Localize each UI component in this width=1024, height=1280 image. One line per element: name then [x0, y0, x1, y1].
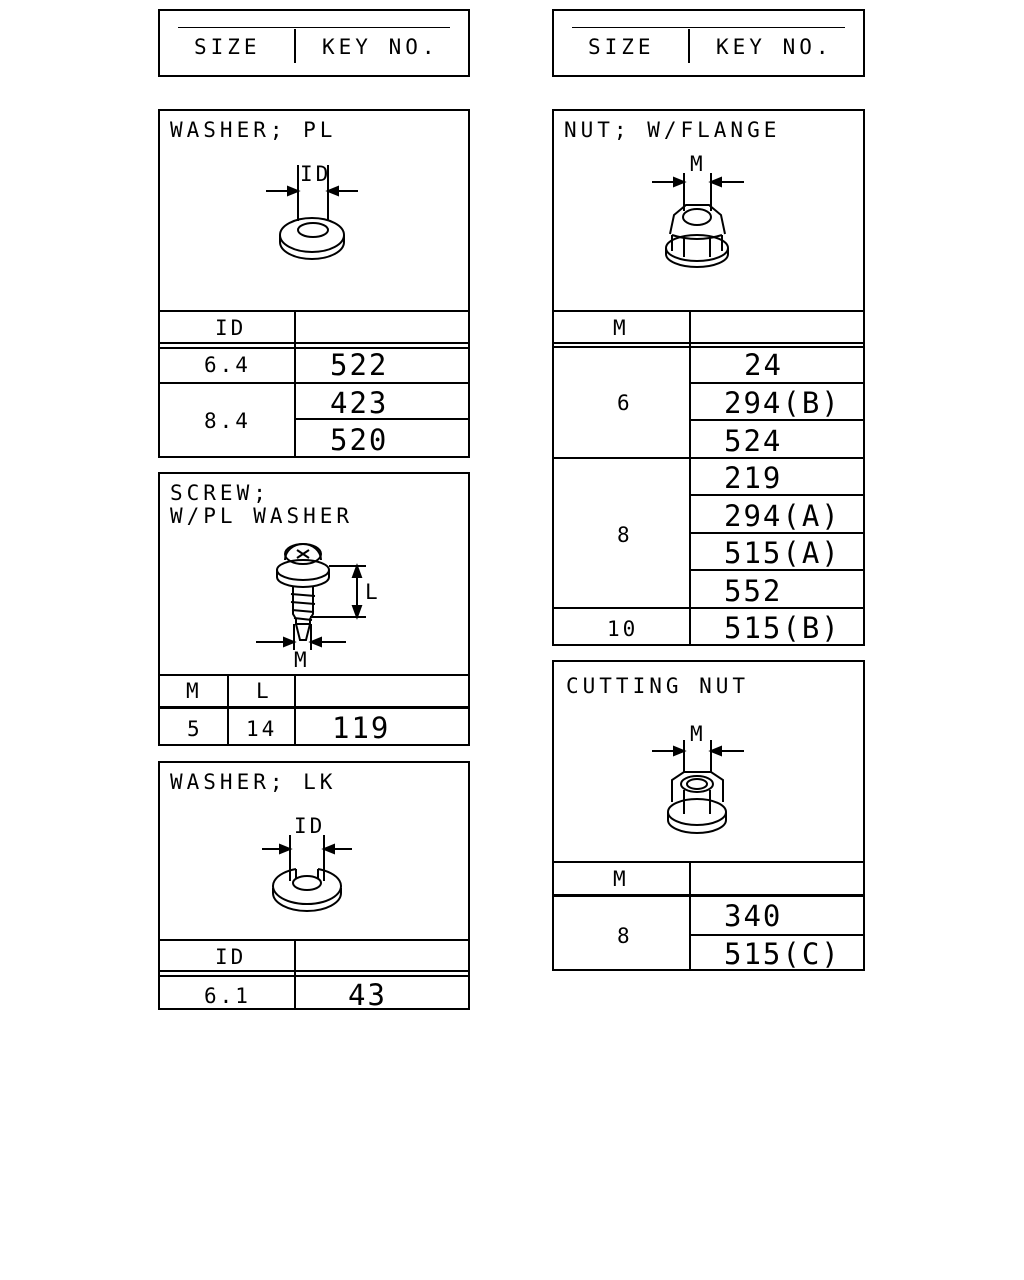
- table-rule: [689, 419, 863, 421]
- table-rule: [160, 342, 468, 344]
- key-cell: 524: [724, 424, 783, 458]
- table-rule: [294, 418, 468, 420]
- key-cell: 522: [330, 348, 389, 382]
- key-cell: 340: [724, 899, 783, 933]
- size-cell: 6.1: [204, 984, 251, 1008]
- screw-panel: SCREW; W/PL WASHER L M M L: [158, 472, 470, 746]
- washer-pl-dim-label: ID: [300, 162, 332, 186]
- flange-nut-icon: [652, 173, 744, 268]
- table-rule: [689, 934, 863, 936]
- legend-key-label: KEY NO.: [322, 35, 439, 59]
- screw-dim-l: L: [365, 580, 381, 604]
- key-cell: 294(B): [724, 386, 841, 420]
- table-rule: [689, 382, 863, 384]
- table-rule: [160, 347, 468, 349]
- column-header-m: M: [186, 679, 202, 703]
- column-header-id: ID: [215, 316, 247, 340]
- screw-with-washer-icon: [256, 543, 366, 650]
- table-rule: [160, 939, 468, 941]
- size-cell: 8.4: [204, 409, 251, 433]
- table-rule: [160, 706, 468, 709]
- table-rule: [160, 674, 468, 676]
- table-rule: [554, 457, 863, 459]
- table-rule: [554, 894, 863, 897]
- screw-title-line2: W/PL WASHER: [170, 504, 354, 528]
- nut-flange-dim-label: M: [690, 152, 706, 176]
- table-divider: [689, 861, 691, 969]
- table-rule: [689, 532, 863, 534]
- table-divider: [227, 674, 229, 744]
- key-cell: 294(A): [724, 499, 841, 533]
- table-rule: [554, 310, 863, 312]
- key-cell: 552: [724, 574, 783, 608]
- table-divider: [294, 939, 296, 1008]
- cutting-nut-dim-label: M: [690, 722, 706, 746]
- legend-key-label: KEY NO.: [716, 35, 833, 59]
- table-rule: [554, 861, 863, 863]
- legend-rule: [572, 27, 845, 28]
- key-cell: 24: [744, 348, 783, 382]
- cutting-nut-title: CUTTING NUT: [566, 674, 750, 698]
- lock-washer-icon: [262, 835, 352, 912]
- table-rule: [160, 970, 468, 972]
- size-cell: 6: [617, 391, 633, 415]
- legend-box-right: SIZE KEY NO.: [552, 9, 865, 77]
- screw-title-line1: SCREW;: [170, 481, 270, 505]
- table-rule: [689, 494, 863, 496]
- table-rule: [160, 975, 468, 977]
- washer-lk-dim-label: ID: [294, 814, 326, 838]
- nut-flange-title: NUT; W/FLANGE: [564, 118, 781, 142]
- cutting-nut-icon: [652, 740, 744, 834]
- table-rule: [160, 310, 468, 312]
- m-cell: 5: [187, 717, 203, 741]
- key-cell: 515(C): [724, 937, 841, 971]
- key-cell: 119: [332, 711, 391, 745]
- column-header-m: M: [613, 316, 629, 340]
- size-cell: 10: [607, 617, 639, 641]
- washer-pl-title: WASHER; PL: [170, 118, 337, 142]
- table-rule: [554, 342, 863, 344]
- plain-washer-icon: [266, 165, 358, 260]
- table-rule: [160, 382, 468, 384]
- washer-lk-title: WASHER; LK: [170, 770, 337, 794]
- washer-lk-panel: WASHER; LK ID ID 6.1 43: [158, 761, 470, 1010]
- screw-dim-m: M: [294, 648, 310, 672]
- legend-size-label: SIZE: [194, 35, 261, 59]
- column-header-l: L: [256, 679, 272, 703]
- legend-rule: [178, 27, 450, 28]
- legend-size-label: SIZE: [588, 35, 655, 59]
- size-cell: 8: [617, 523, 633, 547]
- table-divider: [294, 674, 296, 744]
- table-rule: [689, 569, 863, 571]
- cutting-nut-panel: CUTTING NUT M M 8 340 515(C): [552, 660, 865, 971]
- table-rule: [554, 607, 863, 609]
- table-divider: [689, 310, 691, 644]
- legend-divider: [294, 29, 296, 63]
- key-cell: 515(A): [724, 536, 841, 570]
- nut-flange-panel: NUT; W/FLANGE M M 6 24 294(B) 524 8 219 …: [552, 109, 865, 646]
- table-rule: [554, 346, 863, 348]
- size-cell: 8: [617, 924, 633, 948]
- column-header-id: ID: [215, 945, 247, 969]
- washer-pl-panel: WASHER; PL ID ID 6.4 522 8.4 423 520: [158, 109, 470, 458]
- l-cell: 14: [246, 717, 278, 741]
- key-cell: 520: [330, 423, 389, 457]
- key-cell: 515(B): [724, 611, 841, 645]
- size-cell: 6.4: [204, 353, 251, 377]
- legend-divider: [688, 29, 690, 63]
- key-cell: 423: [330, 386, 389, 420]
- column-header-m: M: [613, 867, 629, 891]
- key-cell: 219: [724, 461, 783, 495]
- legend-box-left: SIZE KEY NO.: [158, 9, 470, 77]
- key-cell: 43: [348, 978, 387, 1012]
